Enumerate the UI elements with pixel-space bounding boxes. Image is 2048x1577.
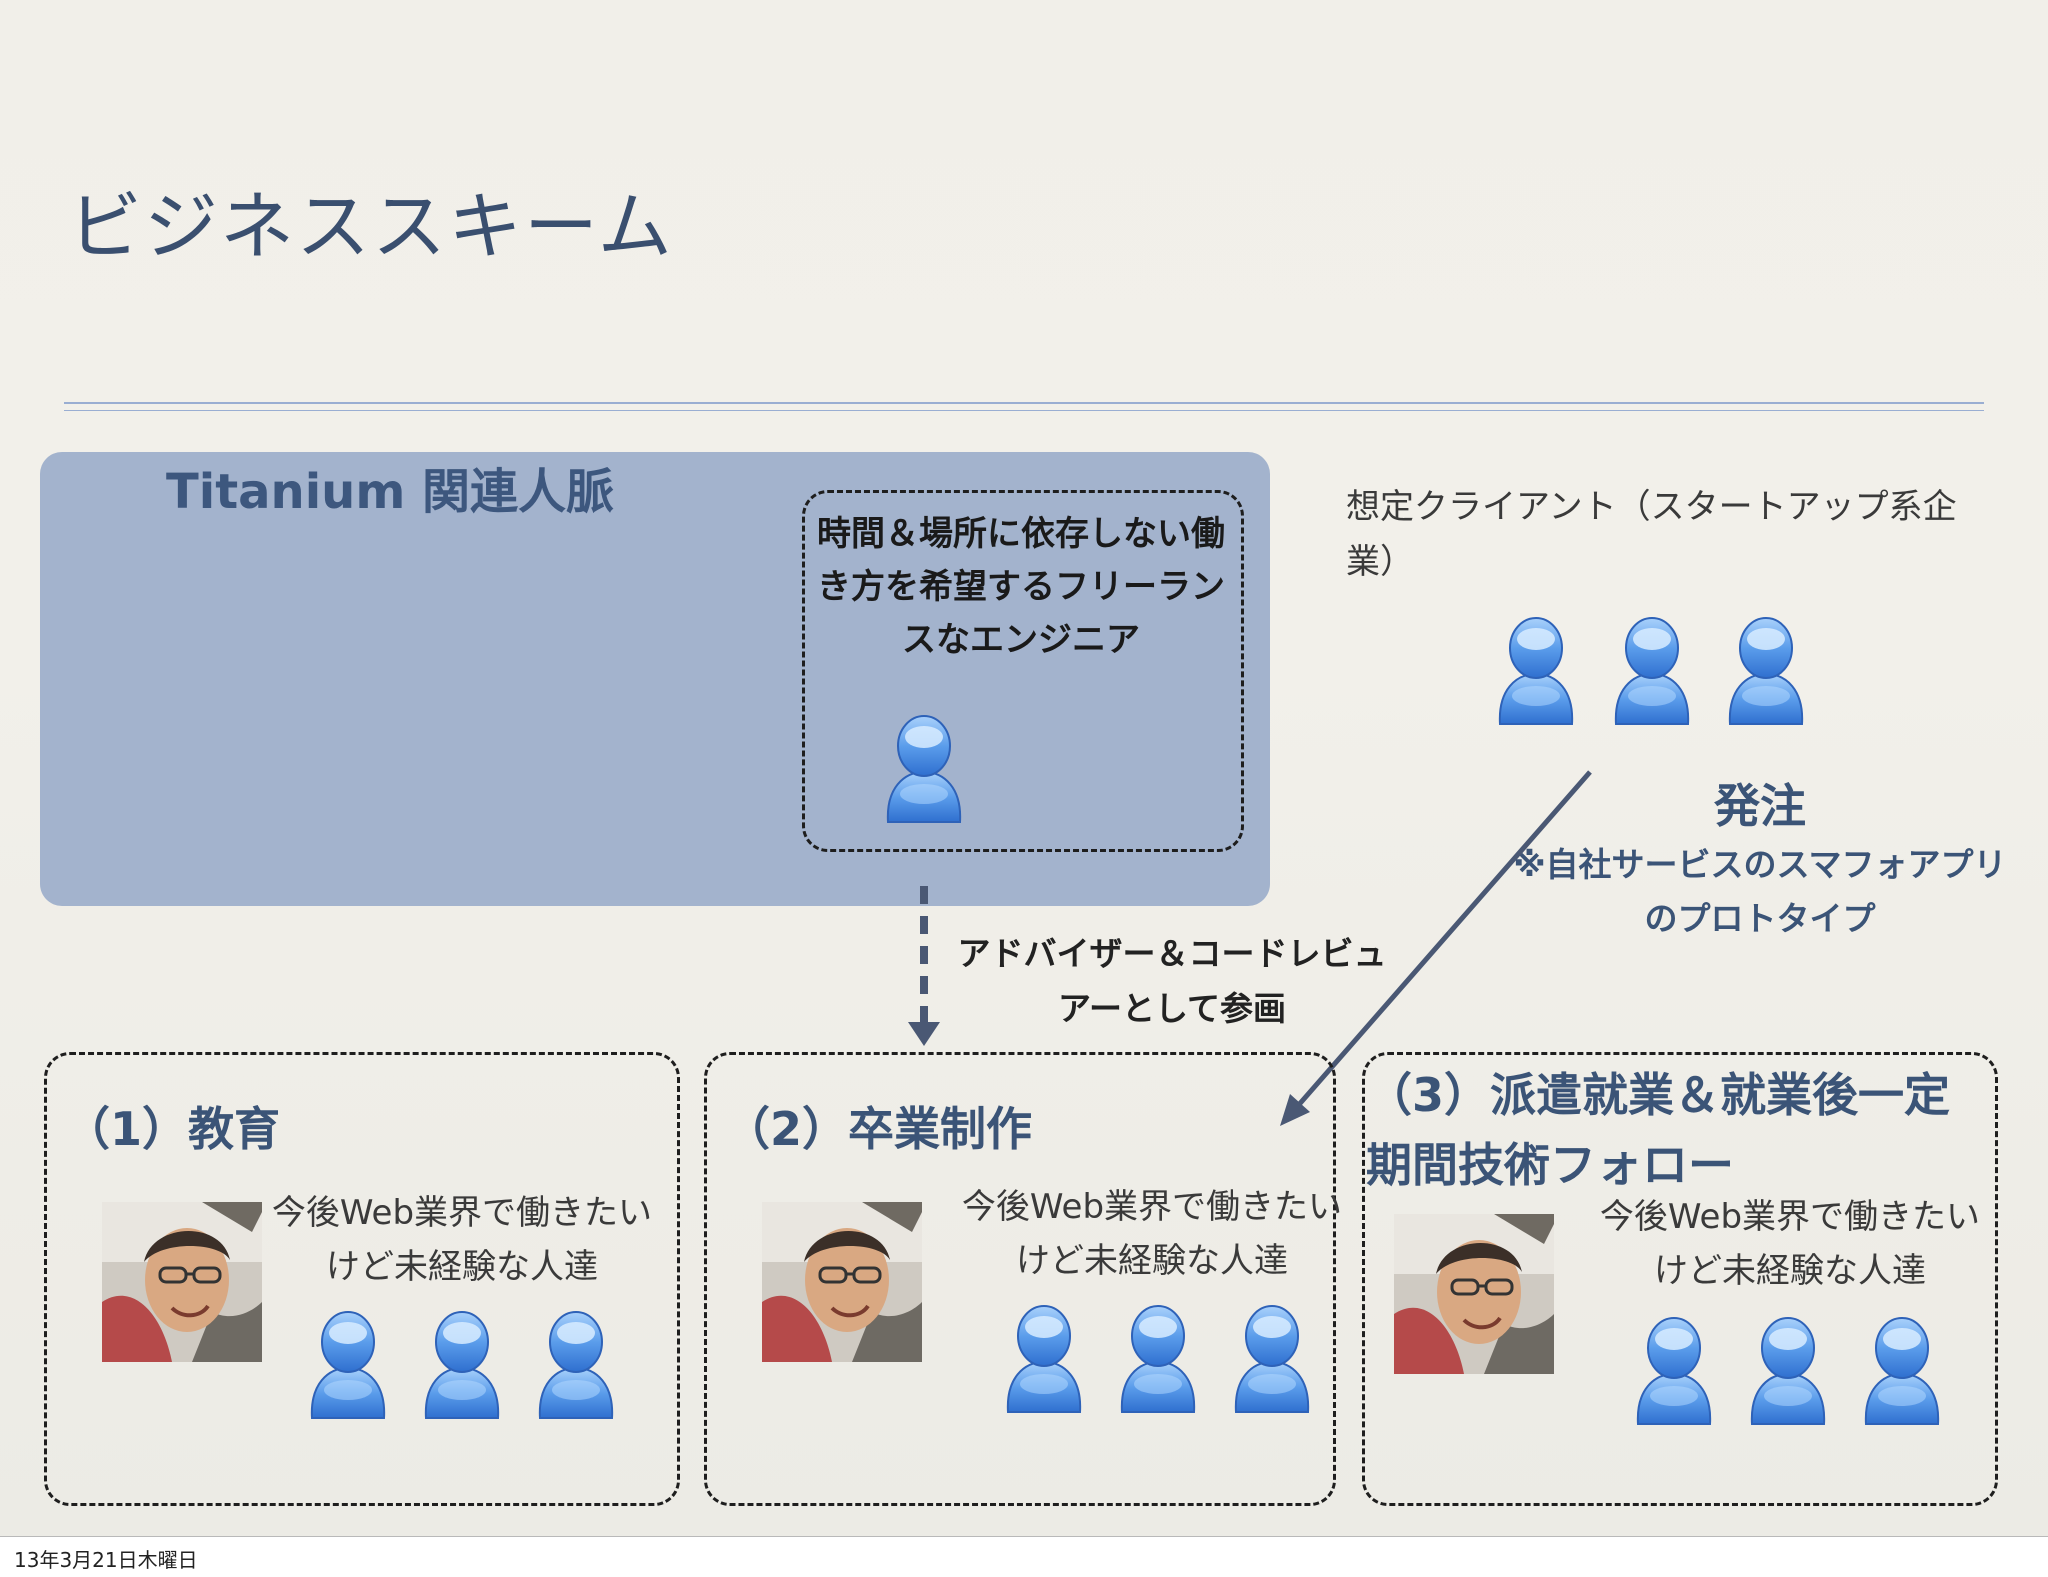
person-icon <box>1860 1312 1944 1430</box>
portrait-photo <box>102 1202 262 1362</box>
freelancer-text: 時間＆場所に依存しない働き方を希望するフリーランスなエンジニア <box>817 514 1225 660</box>
person-icon <box>1610 612 1694 730</box>
advisor-label: アドバイザー＆コードレビュアーとして参画 <box>957 934 1387 1028</box>
footer-date: 13年3月21日木曜日 <box>14 1548 198 1572</box>
titanium-network-box <box>40 452 1270 906</box>
person-icon <box>534 1306 618 1424</box>
stage-description: 今後Web業界で働きたいけど未経験な人達 <box>961 1187 1343 1281</box>
footer-bar <box>0 1536 2048 1577</box>
portrait-photo <box>1394 1214 1554 1374</box>
person-icon <box>1632 1312 1716 1430</box>
person-icon <box>1116 1300 1200 1418</box>
person-icon <box>1002 1300 1086 1418</box>
title-divider <box>64 402 1984 404</box>
order-note: ※自社サービスのスマフォアプリのプロトタイプ <box>1513 845 2007 938</box>
person-icon <box>306 1306 390 1424</box>
stage-title: （3）派遣就業＆就業後一定期間技術フォロー <box>1366 1068 1951 1192</box>
person-icon <box>882 710 966 828</box>
stage-description: 今後Web業界で働きたいけど未経験な人達 <box>271 1193 653 1287</box>
freelancer-box <box>802 490 1244 852</box>
person-icon <box>420 1306 504 1424</box>
person-icon <box>1494 612 1578 730</box>
title-divider-secondary <box>64 410 1984 411</box>
stage-title: （1）教育 <box>64 1102 281 1156</box>
stage-box-graduation <box>704 1052 1336 1506</box>
client-label: 想定クライアント（スタートアップ系企業） <box>1346 487 1957 582</box>
person-icon <box>1230 1300 1314 1418</box>
network-title: Titanium 関連人脈 <box>166 464 615 520</box>
stage-description: 今後Web業界で働きたいけど未経験な人達 <box>1599 1197 1981 1291</box>
page-title: ビジネススキーム <box>68 184 674 270</box>
portrait-photo <box>762 1202 922 1362</box>
person-icon <box>1746 1312 1830 1430</box>
person-icon <box>1724 612 1808 730</box>
stage-box-education <box>44 1052 680 1506</box>
stage-box-dispatch <box>1362 1052 1998 1506</box>
order-label: 発注 <box>1714 779 1806 833</box>
stage-title: （2）卒業制作 <box>724 1102 1033 1156</box>
